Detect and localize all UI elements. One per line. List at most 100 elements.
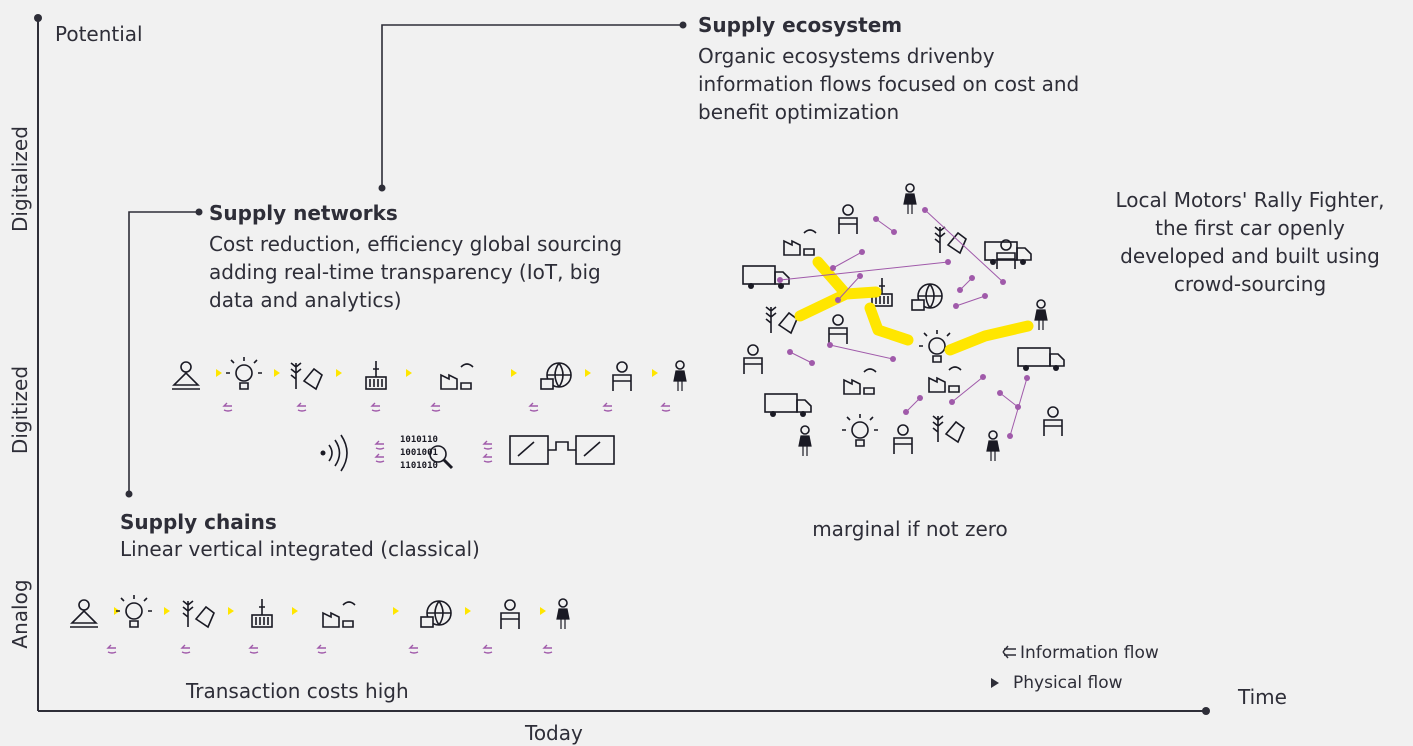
information-flow-arrow bbox=[222, 402, 233, 412]
network-node bbox=[890, 356, 896, 362]
network-node bbox=[969, 275, 975, 281]
stage-networks-title: Supply networks bbox=[209, 201, 398, 225]
network-link bbox=[955, 295, 986, 307]
network-node bbox=[809, 360, 815, 366]
physical-flow-arrow bbox=[164, 607, 170, 615]
physical-flow-arrow bbox=[228, 607, 234, 615]
network-link bbox=[1009, 377, 1028, 437]
physical-flow-arrow bbox=[336, 369, 342, 377]
network-link bbox=[779, 261, 949, 281]
customer-icon bbox=[1034, 299, 1048, 330]
network-node bbox=[1000, 279, 1006, 285]
truck-icon bbox=[984, 241, 1032, 265]
network-link bbox=[875, 218, 895, 233]
information-flow-arrow bbox=[430, 402, 441, 412]
network-node bbox=[957, 287, 963, 293]
ecosystem-dot bbox=[679, 21, 687, 29]
physical-flow-arrow bbox=[406, 369, 412, 377]
worker-icon bbox=[838, 204, 858, 234]
truck-icon bbox=[764, 393, 812, 417]
factory-icon bbox=[440, 363, 474, 390]
physical-flow-arrow bbox=[292, 607, 298, 615]
network-node bbox=[953, 303, 959, 309]
y-axis-dot bbox=[34, 14, 42, 22]
wheat-sack-icon bbox=[932, 415, 965, 444]
container-crane-icon bbox=[365, 361, 387, 390]
x-axis-dot bbox=[1202, 707, 1210, 715]
network-node bbox=[891, 229, 897, 235]
customer-icon bbox=[986, 430, 1000, 461]
information-flow-arrow bbox=[542, 644, 553, 654]
globe-box-icon bbox=[540, 362, 572, 390]
svg-text:1010110: 1010110 bbox=[400, 435, 438, 445]
network-node bbox=[917, 395, 923, 401]
physical-flow-arrow bbox=[274, 369, 280, 377]
time-label: Time bbox=[1238, 685, 1287, 709]
factory-icon bbox=[322, 601, 356, 628]
stage-ecosystem-desc-2: information flows focused on cost and bbox=[698, 72, 1080, 96]
network-node bbox=[980, 374, 986, 380]
customer-icon bbox=[673, 360, 687, 391]
information-flow-arrow bbox=[180, 644, 191, 654]
network-link bbox=[999, 392, 1019, 408]
factory-icon bbox=[843, 368, 877, 395]
network-node bbox=[830, 265, 836, 271]
information-flow-arrow bbox=[370, 402, 381, 412]
lightbulb-icon bbox=[226, 357, 262, 390]
information-flow-arrow bbox=[482, 644, 493, 654]
stage-networks-desc-3: data and analytics) bbox=[209, 288, 402, 312]
ecosystem-flow-path bbox=[794, 256, 1034, 356]
farmer-icon bbox=[70, 599, 98, 628]
local-motors-3: developed and built using bbox=[1120, 244, 1380, 268]
information-flow-arrow bbox=[482, 453, 493, 463]
network-node bbox=[827, 342, 833, 348]
stage-ecosystem-desc-3: benefit optimization bbox=[698, 100, 900, 124]
truck-icon bbox=[742, 265, 790, 289]
information-flow-arrow bbox=[248, 644, 259, 654]
network-node bbox=[787, 349, 793, 355]
network-node bbox=[997, 390, 1003, 396]
network-node bbox=[857, 273, 863, 279]
wheat-sack-icon bbox=[182, 600, 215, 629]
information-flow-arrow bbox=[660, 402, 671, 412]
worker-icon bbox=[500, 599, 520, 629]
networks-top-dot bbox=[378, 184, 386, 192]
information-flow-arrow bbox=[374, 440, 385, 450]
container-crane-icon bbox=[251, 599, 273, 628]
physical-flow-arrow bbox=[216, 369, 222, 377]
network-link bbox=[924, 209, 1004, 283]
binary-search-icon: 1010110 1001001 1101010 bbox=[400, 435, 454, 471]
worker-icon bbox=[743, 344, 763, 374]
stage-chains-title: Supply chains bbox=[120, 510, 277, 534]
chains-connector bbox=[128, 211, 196, 494]
network-node bbox=[777, 277, 783, 283]
physical-flow-arrow bbox=[393, 607, 399, 615]
today-label: Today bbox=[525, 721, 583, 745]
transaction-costs-high: Transaction costs high bbox=[186, 679, 409, 703]
networks-connector bbox=[381, 24, 680, 188]
svg-text:1001001: 1001001 bbox=[400, 448, 438, 458]
svg-text:1101010: 1101010 bbox=[400, 461, 438, 471]
network-node bbox=[903, 409, 909, 415]
physical-flow-arrow bbox=[652, 369, 658, 377]
worker-icon bbox=[828, 314, 848, 344]
physical-flow-arrow bbox=[585, 369, 591, 377]
connected-monitors-icon bbox=[509, 435, 615, 465]
information-flow-arrow bbox=[374, 453, 385, 463]
customer-icon bbox=[903, 183, 917, 214]
legend-info: Information flow bbox=[1020, 643, 1159, 663]
physical-flow-arrow bbox=[511, 369, 517, 377]
wheat-sack-icon bbox=[934, 226, 967, 255]
information-flow-arrow bbox=[528, 402, 539, 412]
globe-box-icon bbox=[911, 283, 943, 311]
network-node bbox=[949, 399, 955, 405]
network-link bbox=[837, 275, 861, 301]
stage-chains-desc: Linear vertical integrated (classical) bbox=[120, 537, 480, 561]
networks-dot bbox=[195, 208, 203, 216]
information-flow-arrow bbox=[602, 402, 613, 412]
legend-physical: Physical flow bbox=[1013, 673, 1123, 693]
network-node bbox=[982, 293, 988, 299]
network-node bbox=[1007, 433, 1013, 439]
